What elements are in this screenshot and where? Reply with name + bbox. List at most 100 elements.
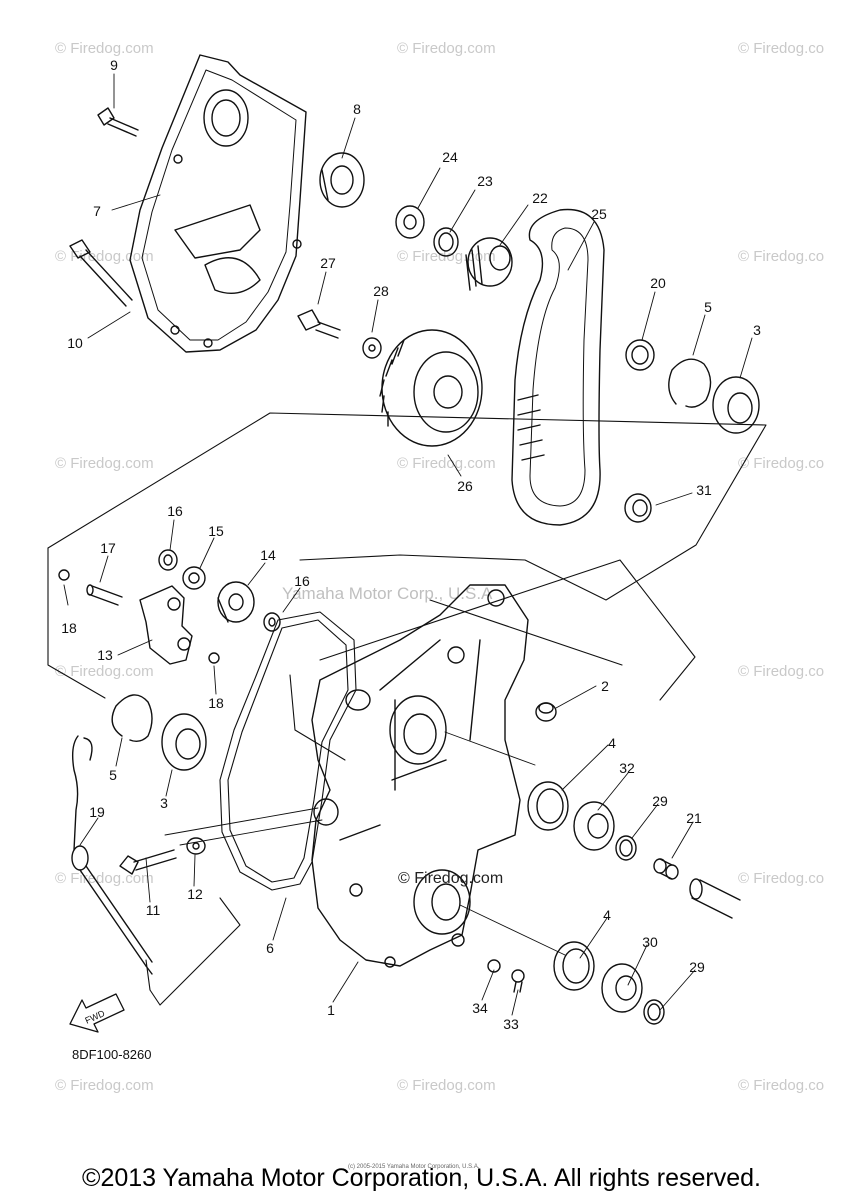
part-1-chain-case — [311, 584, 529, 968]
callout-label: 33 — [503, 1016, 519, 1032]
callout-label: 25 — [591, 206, 607, 222]
diagram-code: 8DF100-8260 — [72, 1047, 152, 1062]
callout-label: 20 — [650, 275, 666, 291]
part-21-pin — [653, 858, 679, 880]
part-22-sprocket — [465, 237, 513, 291]
part-25-chain — [511, 208, 605, 526]
callout-label: 16 — [294, 573, 310, 589]
callout-label: 21 — [686, 810, 702, 826]
watermark: © Firedog.co — [738, 870, 825, 887]
shaft-end — [689, 878, 741, 919]
part-20-collar — [625, 339, 655, 371]
center-copyright-watermark: © Firedog.com — [398, 870, 504, 887]
part-32-bearing — [573, 801, 615, 851]
callout-label: 15 — [208, 523, 224, 539]
leader-lines — [63, 73, 753, 1016]
watermark: © Firedog.com — [55, 248, 154, 265]
part-4-seal — [527, 781, 569, 831]
part-27-bolt — [297, 309, 341, 339]
part-13-tensioner-arm — [139, 585, 193, 665]
watermark: © Firedog.com — [397, 1077, 496, 1094]
callout-label: 9 — [110, 57, 118, 73]
callout-label: 7 — [93, 203, 101, 219]
watermark: © Firedog.com — [55, 870, 154, 887]
callout-label: 11 — [145, 902, 161, 918]
part-19-level-gauge — [71, 735, 153, 975]
part-5-circlip — [668, 358, 712, 408]
part-28-washer — [362, 337, 382, 359]
part-7-case-cover — [129, 54, 307, 353]
part-17-pin — [86, 584, 123, 606]
callout-label: 8 — [353, 101, 361, 117]
part-11-bolt — [119, 849, 177, 875]
callout-label: 32 — [619, 760, 635, 776]
callout-label: 22 — [532, 190, 548, 206]
part-12-nut — [186, 837, 206, 855]
callout-label: 6 — [266, 940, 274, 956]
callout-label: 16 — [167, 503, 183, 519]
part-15-needle-bearing — [182, 566, 206, 590]
reference-outline-lower — [145, 897, 241, 1006]
callout-label: 29 — [689, 959, 705, 975]
watermark: © Firedog.com — [397, 40, 496, 57]
part-23-washer — [433, 227, 459, 257]
callout-label: 24 — [442, 149, 458, 165]
footer-copyright: ©2013 Yamaha Motor Corporation, U.S.A. A… — [82, 1164, 761, 1192]
part-30-bearing — [601, 963, 643, 1013]
callout-label: 12 — [187, 886, 203, 902]
part-9-bolt — [97, 107, 139, 137]
part-3-bearing — [712, 376, 760, 434]
watermark: © Firedog.co — [738, 248, 825, 265]
part-6-gasket — [219, 611, 357, 891]
callout-label: 26 — [457, 478, 473, 494]
part-4-seal-lower — [553, 941, 595, 991]
callout-label: 18 — [61, 620, 77, 636]
callout-label: 14 — [260, 547, 276, 563]
part-5-circlip-left — [111, 694, 153, 743]
callout-label: 3 — [753, 322, 761, 338]
watermark: © Firedog.com — [55, 1077, 154, 1094]
callout-label: 31 — [696, 482, 712, 498]
watermark: © Firedog.co — [738, 1077, 825, 1094]
callout-label: 34 — [472, 1000, 488, 1016]
callout-label: 23 — [477, 173, 493, 189]
callout-label: 5 — [704, 299, 712, 315]
callout-label: 1 — [327, 1002, 335, 1018]
part-16-washer — [158, 549, 178, 571]
fwd-arrow-icon — [69, 993, 125, 1033]
callout-label: 30 — [642, 934, 658, 950]
reference-outline — [47, 412, 767, 761]
part-10-bolt — [69, 239, 133, 307]
part-18-circlip-2 — [208, 652, 220, 664]
part-8-bearing — [319, 152, 365, 208]
part-29-circlip — [615, 835, 637, 861]
tiny-copyright: (c) 2005-2015 Yamaha Motor Corporation, … — [348, 1164, 480, 1170]
part-31-washer — [624, 493, 652, 523]
part-24-seal — [395, 205, 425, 239]
callout-label: 5 — [109, 767, 117, 783]
callout-label: 19 — [89, 804, 105, 820]
callout-label: 17 — [100, 540, 116, 556]
callout-label: 4 — [608, 735, 616, 751]
watermark: © Firedog.com — [55, 663, 154, 680]
callout-label: 10 — [67, 335, 83, 351]
part-29-circlip-lower — [643, 999, 665, 1025]
watermark: © Firedog.co — [738, 40, 825, 57]
callout-label: 29 — [652, 793, 668, 809]
callout-label: 4 — [603, 907, 611, 923]
watermark: © Firedog.com — [55, 40, 154, 57]
part-14-roller — [217, 581, 255, 623]
callout-label: 28 — [373, 283, 389, 299]
part-3-bearing-left — [161, 713, 207, 771]
part-16-washer-2 — [263, 612, 281, 632]
watermark: © Firedog.com — [397, 455, 496, 472]
watermark: © Firedog.com — [55, 455, 154, 472]
callout-label: 3 — [160, 795, 168, 811]
part-2-plug — [535, 702, 557, 722]
part-33-bolt — [511, 969, 525, 993]
watermark: © Firedog.co — [738, 663, 825, 680]
callout-label: 13 — [97, 647, 113, 663]
callout-label: 2 — [601, 678, 609, 694]
